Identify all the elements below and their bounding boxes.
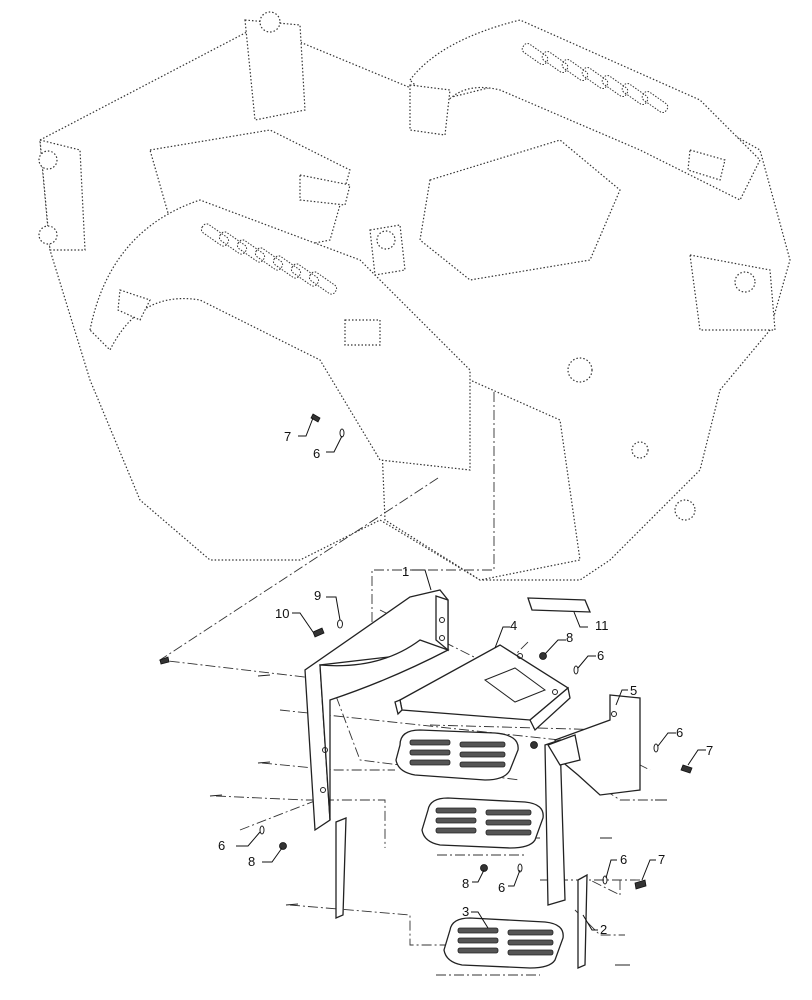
callout-1: 1 <box>402 564 409 579</box>
left-fender-vent-slots <box>200 223 338 295</box>
callout-6-upper: 6 <box>313 446 320 461</box>
callout-11: 11 <box>595 618 609 633</box>
fasteners <box>159 413 693 966</box>
callout-8-upper: 8 <box>566 630 573 645</box>
step-upper <box>395 729 519 781</box>
callout-8-lower: 8 <box>462 876 469 891</box>
pad-part-11 <box>527 597 591 613</box>
plate-part-4 <box>394 644 571 732</box>
callout-4: 4 <box>510 618 517 633</box>
callout-8-left: 8 <box>248 854 255 869</box>
left-strap <box>335 817 347 919</box>
strap-part-2 <box>577 873 588 969</box>
callout-6-right: 6 <box>676 725 683 740</box>
center-hitch <box>299 174 406 276</box>
callout-6-lower: 6 <box>498 880 505 895</box>
callout-6-plate: 6 <box>597 648 604 663</box>
bracket-part-1 <box>304 589 450 832</box>
bracket-part-5 <box>544 694 641 906</box>
callout-2: 2 <box>600 922 607 937</box>
step-part-3 <box>443 917 564 969</box>
callout-9: 9 <box>314 588 321 603</box>
callout-labels: 7 6 1 9 10 4 11 8 6 5 6 7 6 8 6 7 8 6 3 … <box>218 429 713 937</box>
right-fender <box>409 19 761 201</box>
right-fender-vent-slots <box>521 42 669 114</box>
step-middle <box>421 797 544 849</box>
callout-7-lower-right: 7 <box>658 852 665 867</box>
left-fender <box>89 199 471 471</box>
callout-6-lower-right: 6 <box>620 852 627 867</box>
callout-10: 10 <box>275 606 289 621</box>
leader-lines <box>236 417 706 931</box>
callout-5: 5 <box>630 683 637 698</box>
callout-6-left: 6 <box>218 838 225 853</box>
callout-7-right: 7 <box>706 743 713 758</box>
callout-7-upper: 7 <box>284 429 291 444</box>
callout-3: 3 <box>462 904 469 919</box>
